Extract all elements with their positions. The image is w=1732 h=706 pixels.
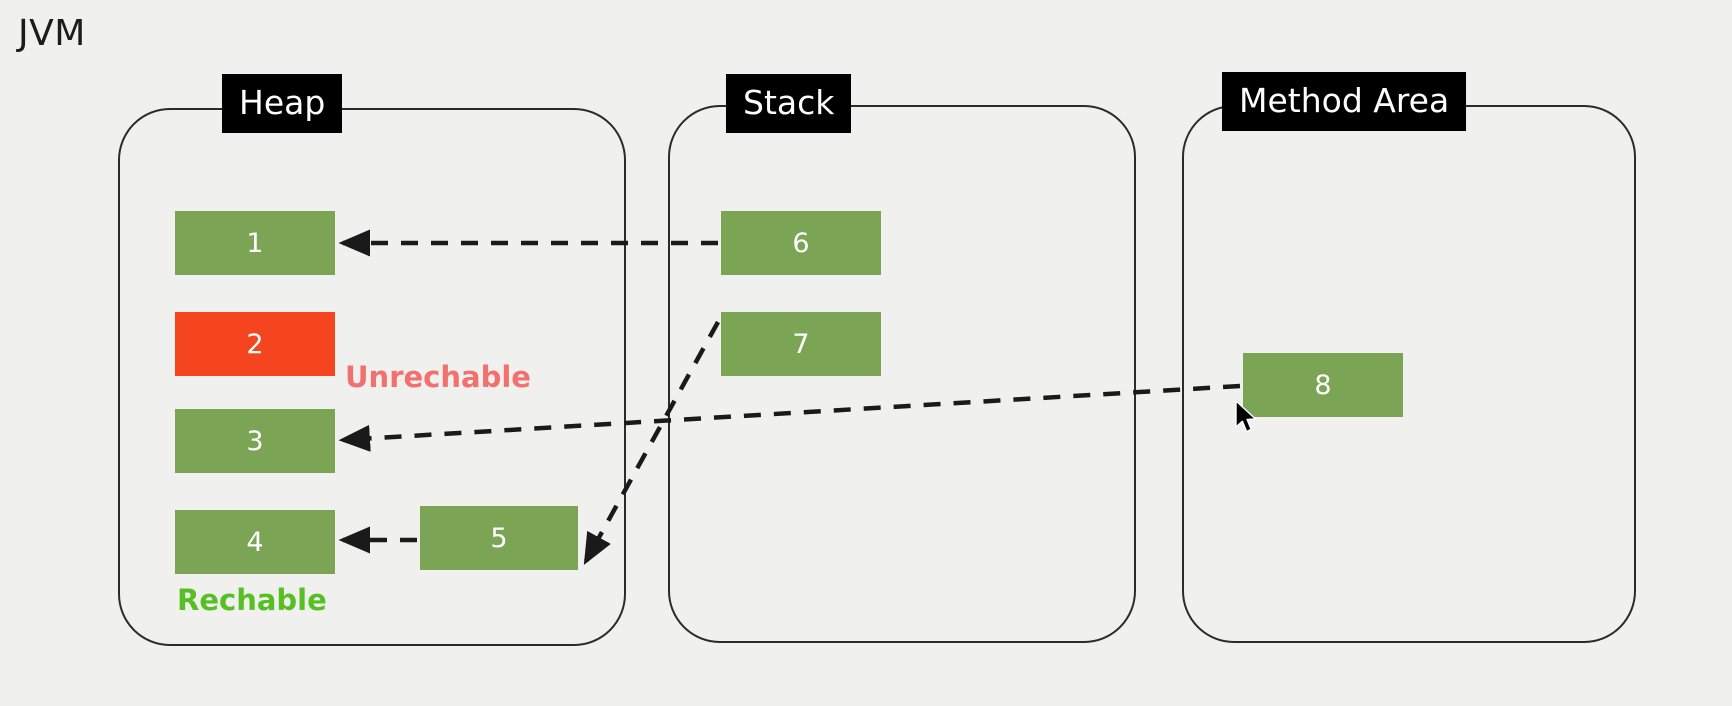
heap-block-1[interactable]: 1: [175, 211, 335, 275]
unreachable-label: Unrechable: [345, 360, 531, 394]
heap-block-2[interactable]: 2: [175, 312, 335, 376]
reachable-label: Rechable: [177, 583, 327, 617]
region-label-stack: Stack: [726, 74, 852, 133]
stack-block-7[interactable]: 7: [721, 312, 881, 376]
method-area-block-8[interactable]: 8: [1243, 353, 1403, 417]
stack-block-6[interactable]: 6: [721, 211, 881, 275]
page-title: JVM: [18, 13, 86, 54]
region-label-method-area: Method Area: [1222, 72, 1467, 131]
heap-block-4[interactable]: 4: [175, 510, 335, 574]
heap-block-3[interactable]: 3: [175, 409, 335, 473]
region-label-heap: Heap: [222, 74, 343, 133]
heap-block-5[interactable]: 5: [420, 506, 578, 570]
